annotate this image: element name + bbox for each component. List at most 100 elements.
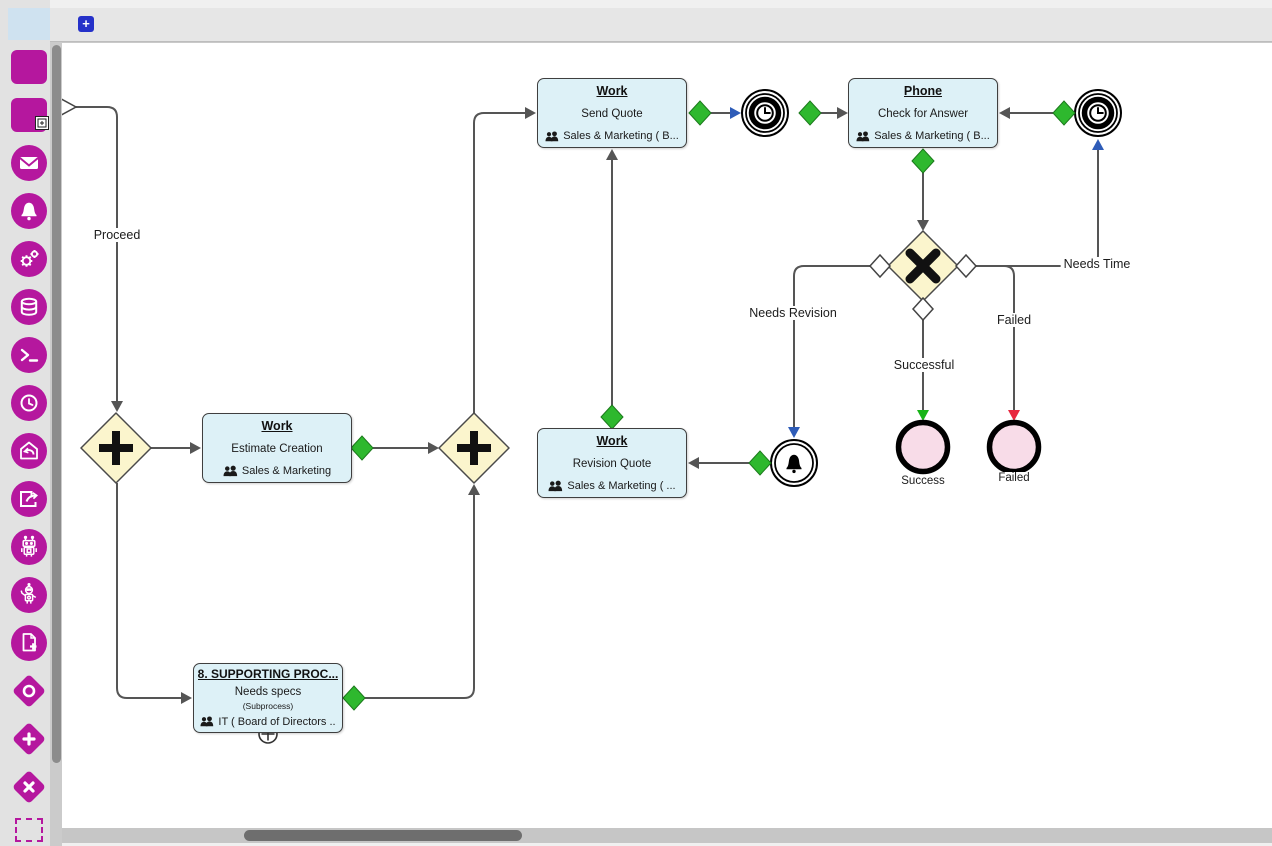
clock-icon bbox=[20, 394, 38, 412]
timer-event-2[interactable] bbox=[1074, 89, 1122, 137]
task-title: 8. SUPPORTING PROC... bbox=[197, 667, 339, 681]
arrow-up-gray bbox=[468, 484, 480, 495]
handle-subprocess-right[interactable] bbox=[342, 685, 366, 711]
edge-subprocess-to-gateway2[interactable] bbox=[365, 495, 475, 699]
people-icon bbox=[200, 716, 214, 727]
exclusive-gateway-tool[interactable] bbox=[12, 770, 46, 804]
task-title: Phone bbox=[903, 84, 943, 98]
service-gears-tool[interactable] bbox=[11, 241, 47, 277]
arrow-left-gray bbox=[688, 457, 699, 469]
port-bottom[interactable] bbox=[911, 296, 935, 322]
task-check-for-answer[interactable]: Phone Check for Answer Sales & Marketing… bbox=[848, 78, 998, 148]
script-terminal-tool[interactable] bbox=[11, 337, 47, 373]
edge-needs-revision[interactable] bbox=[793, 265, 870, 427]
arrow-right-gray bbox=[181, 692, 192, 704]
handle-revision-top[interactable] bbox=[600, 404, 624, 430]
task-send-quote[interactable]: Work Send Quote Sales & Marketing ( B... bbox=[537, 78, 687, 148]
parallel-gateway-tool[interactable] bbox=[12, 722, 46, 756]
task-title: Work bbox=[261, 419, 293, 433]
alert-event-tool[interactable] bbox=[11, 193, 47, 229]
task-title: Work bbox=[596, 434, 628, 448]
timer-event-tool[interactable] bbox=[11, 385, 47, 421]
vertical-scrollbar-thumb[interactable] bbox=[51, 45, 61, 763]
share-export-tool[interactable] bbox=[11, 481, 47, 517]
handle-timer2-left[interactable] bbox=[1052, 100, 1076, 126]
port-right[interactable] bbox=[954, 253, 978, 279]
data-store-tool[interactable] bbox=[11, 289, 47, 325]
lane-add-tool[interactable] bbox=[11, 98, 49, 132]
handle-sendquote-right[interactable] bbox=[688, 100, 712, 126]
inclusive-gateway-tool[interactable] bbox=[12, 674, 46, 708]
bot-assistant-tool[interactable] bbox=[11, 577, 47, 613]
arrow-down-green bbox=[917, 410, 929, 421]
x-glyph bbox=[905, 248, 941, 284]
clock-hands bbox=[1097, 107, 1104, 114]
parallel-gateway-1[interactable] bbox=[80, 412, 152, 484]
arrow-right-gray bbox=[428, 442, 439, 454]
robot-task-tool[interactable] bbox=[11, 529, 47, 565]
edge-label-proceed[interactable]: Proceed bbox=[90, 228, 144, 242]
marquee-select-tool[interactable] bbox=[15, 818, 43, 842]
task-assignee: Sales & Marketing ( B... bbox=[874, 130, 990, 142]
connection-handles bbox=[342, 100, 1076, 711]
message-event-tool[interactable] bbox=[11, 145, 47, 181]
return-home-tool[interactable] bbox=[11, 433, 47, 469]
gears-icon bbox=[20, 250, 39, 267]
circle-glyph-icon bbox=[22, 684, 36, 698]
arrow-up-blue bbox=[1092, 139, 1104, 150]
edge-needs-time[interactable] bbox=[976, 150, 1099, 267]
edge-gateway2-to-sendquote[interactable] bbox=[473, 112, 525, 413]
shape-palette bbox=[0, 0, 50, 846]
robot-icon bbox=[21, 535, 37, 557]
horizontal-scrollbar[interactable] bbox=[62, 828, 1272, 843]
task-label: Revision Quote bbox=[572, 458, 652, 470]
edge-gateway1-to-subprocess[interactable] bbox=[116, 483, 181, 699]
arrow-left-gray bbox=[999, 107, 1010, 119]
plus-glyph bbox=[457, 431, 491, 465]
share-arrow-icon bbox=[20, 491, 39, 507]
return-arrow-icon bbox=[20, 441, 38, 460]
task-revision-quote[interactable]: Work Revision Quote Sales & Marketing ( … bbox=[537, 428, 687, 498]
arrow-down-red bbox=[1008, 410, 1020, 421]
edge-label-needs-revision[interactable]: Needs Revision bbox=[746, 306, 840, 320]
horizontal-scrollbar-thumb[interactable] bbox=[244, 830, 522, 841]
task-assignee: IT ( Board of Directors .. bbox=[218, 715, 336, 728]
task-label: Check for Answer bbox=[877, 108, 969, 120]
new-tab-button[interactable]: + bbox=[78, 16, 94, 32]
handle-bell-left[interactable] bbox=[748, 450, 772, 476]
bell-icon bbox=[21, 202, 37, 221]
start-chevron[interactable] bbox=[62, 95, 78, 119]
task-estimate-creation[interactable]: Work Estimate Creation Sales & Marketing bbox=[202, 413, 352, 483]
edge-label-successful[interactable]: Successful bbox=[890, 358, 958, 372]
lane-tool[interactable] bbox=[11, 50, 47, 84]
arrow-right-gray bbox=[525, 107, 536, 119]
tab-bar: + bbox=[50, 0, 1272, 42]
arrow-right-gray bbox=[837, 107, 848, 119]
new-file-tool[interactable] bbox=[11, 625, 47, 661]
handle-timer1-right[interactable] bbox=[798, 100, 822, 126]
diagram-canvas[interactable]: Work Send Quote Sales & Marketing ( B...… bbox=[62, 42, 1272, 828]
palette-active-slot[interactable] bbox=[8, 8, 50, 40]
end-event-failed[interactable] bbox=[986, 419, 1042, 475]
file-plus-icon bbox=[22, 633, 37, 652]
plus-glyph-icon bbox=[22, 732, 36, 746]
end-event-label-success: Success bbox=[898, 475, 948, 487]
task-label: Estimate Creation bbox=[231, 443, 323, 455]
task-title: Work bbox=[596, 84, 628, 98]
parallel-gateway-2[interactable] bbox=[438, 412, 510, 484]
vertical-scrollbar[interactable] bbox=[50, 42, 62, 846]
edge-label-failed[interactable]: Failed bbox=[993, 313, 1035, 327]
bell-event[interactable] bbox=[770, 439, 818, 487]
task-supporting-process[interactable]: 8. SUPPORTING PROC... Needs specs (Subpr… bbox=[193, 663, 343, 733]
port-left[interactable] bbox=[868, 253, 892, 279]
exclusive-gateway[interactable] bbox=[887, 230, 959, 302]
robot-wave-icon bbox=[20, 583, 37, 604]
handle-estimate-right[interactable] bbox=[350, 435, 374, 461]
edge-label-needs-time[interactable]: Needs Time bbox=[1060, 257, 1134, 271]
arrow-right-gray bbox=[190, 442, 201, 454]
end-event-success[interactable] bbox=[895, 419, 951, 475]
handle-phone-bottom[interactable] bbox=[911, 148, 935, 174]
edge-proceed[interactable] bbox=[76, 106, 118, 401]
timer-event-1[interactable] bbox=[741, 89, 789, 137]
edge-failed[interactable] bbox=[976, 265, 1015, 410]
